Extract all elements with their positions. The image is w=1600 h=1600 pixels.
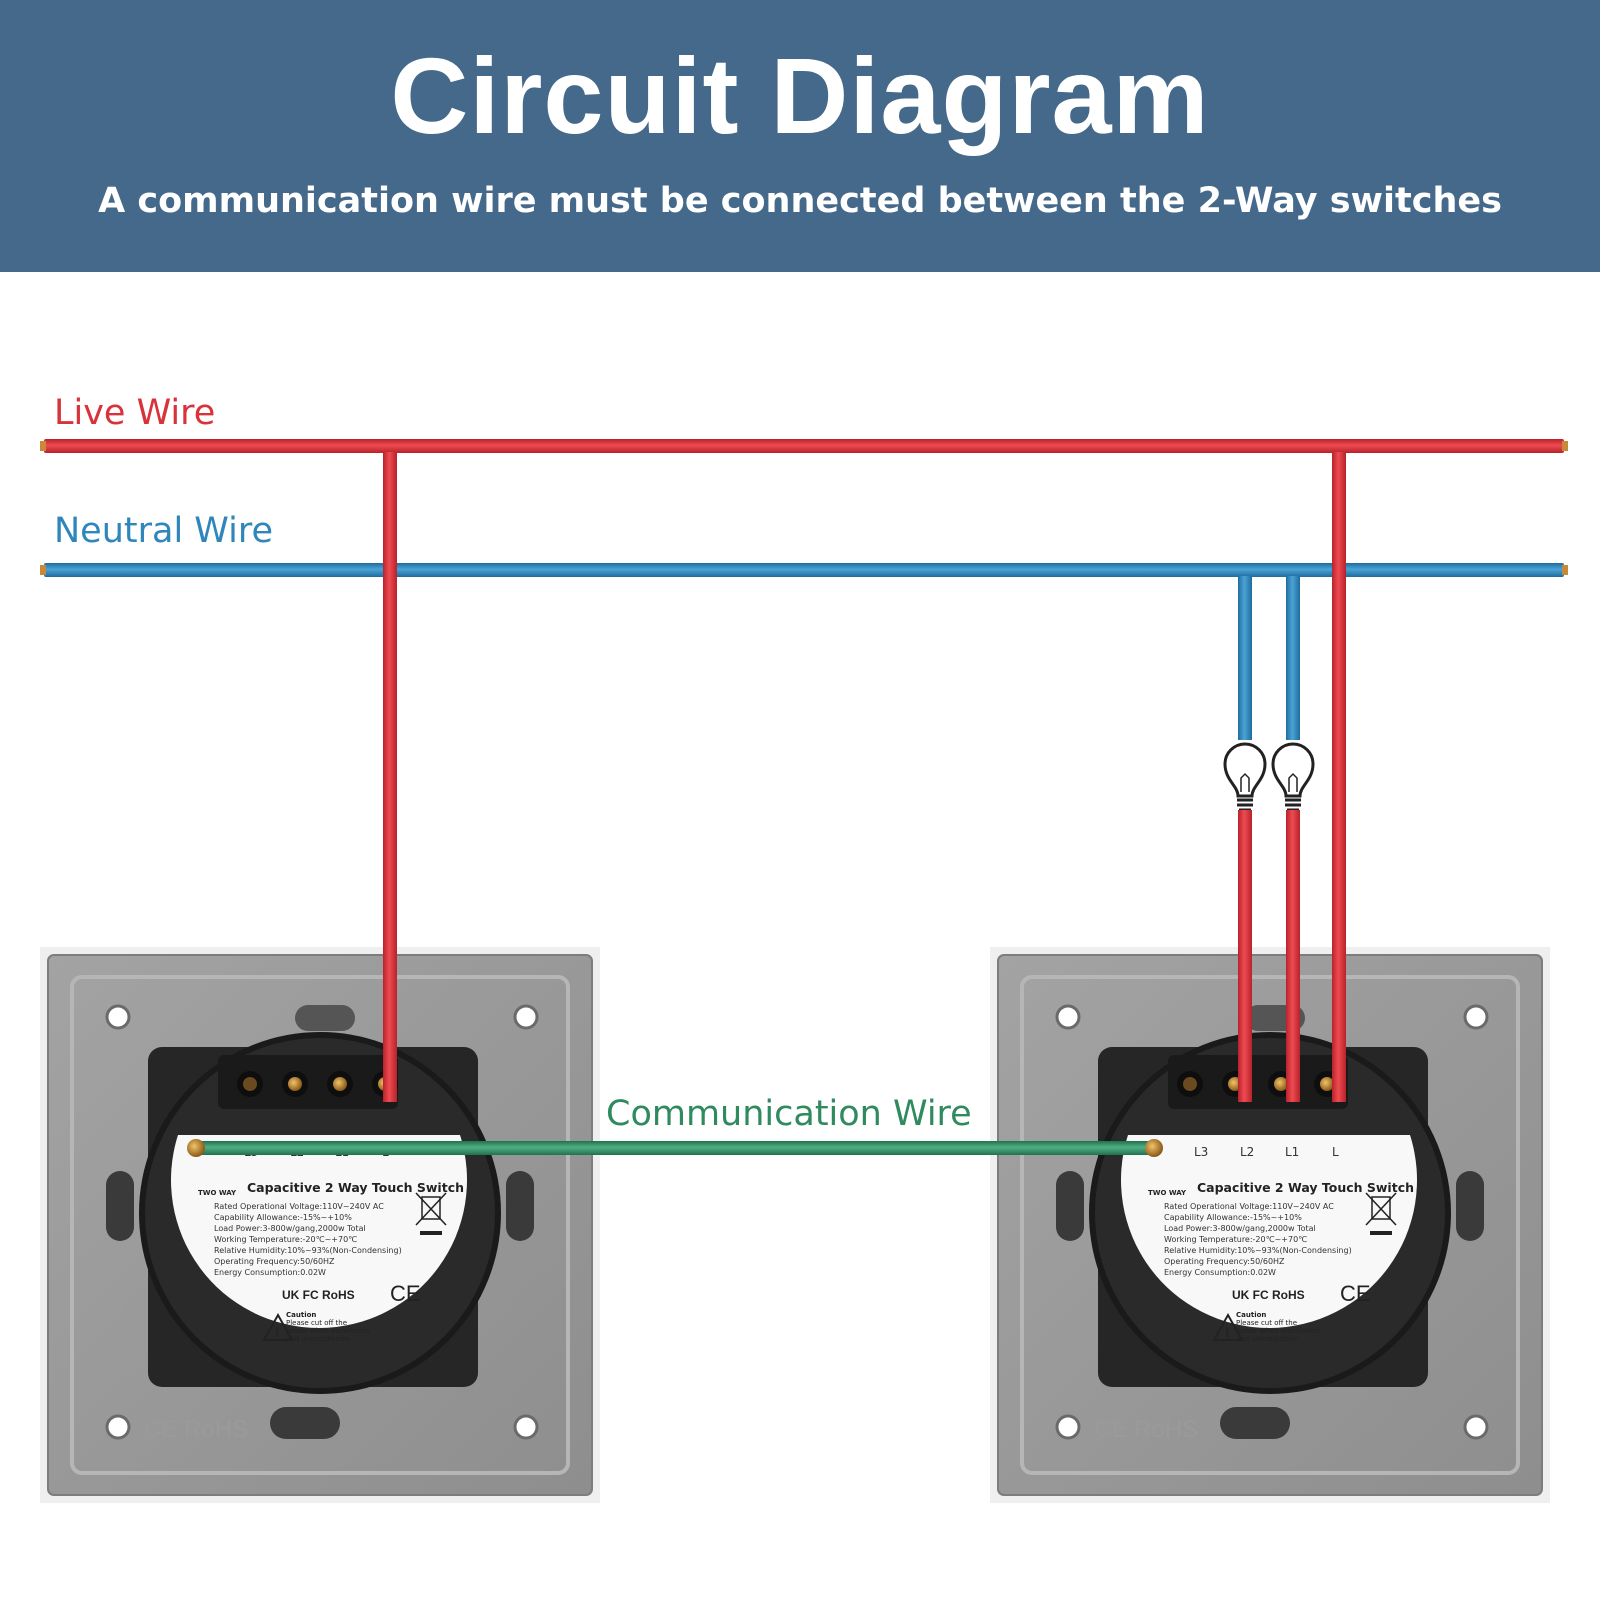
mount-slot (506, 1171, 534, 1241)
plate-emboss: CE RoHS (144, 1416, 248, 1443)
two-way-label: TWO WAY (1148, 1189, 1187, 1197)
switch-label-disc (1121, 1135, 1417, 1328)
neutral-wire (44, 563, 1564, 577)
spec-line: Load Power:3-800w/gang,2000w Total (214, 1224, 366, 1233)
svg-text:Caution: Caution (286, 1311, 316, 1319)
mount-slot (106, 1171, 134, 1241)
svg-text:!: ! (275, 1324, 280, 1340)
page-title: Circuit Diagram (390, 35, 1210, 156)
spec-line: Energy Consumption:0.02W (1164, 1268, 1276, 1277)
svg-text:Please cut off the: Please cut off the (286, 1319, 347, 1327)
light-bulb-icon (1223, 742, 1267, 812)
terminal-label: L1 (1285, 1145, 1299, 1159)
svg-text:and uninstallation: and uninstallation (286, 1335, 349, 1343)
spec-line: Operating Frequency:50/60HZ (214, 1257, 335, 1266)
switch-name: Capacitive 2 Way Touch Switch (247, 1180, 464, 1195)
spec-line: Capability Allowance:-15%~+10% (1164, 1213, 1302, 1222)
warning-triangle-icon: ! (1212, 1312, 1244, 1341)
spec-line: Load Power:3-800w/gang,2000w Total (1164, 1224, 1316, 1233)
live-drop-left (383, 452, 397, 1102)
screw-hole (513, 1414, 539, 1440)
terminal-block (1168, 1055, 1348, 1109)
terminal-label: L2 (1240, 1145, 1254, 1159)
spec-line: Rated Operational Voltage:110V~240V AC (1164, 1202, 1334, 1211)
cert-marks: UK FC RoHS (282, 1288, 355, 1302)
svg-text:and uninstallation: and uninstallation (1236, 1335, 1299, 1343)
header-banner: Circuit Diagram A communication wire mus… (0, 0, 1600, 272)
spec-line: Capability Allowance:-15%~+10% (214, 1213, 352, 1222)
svg-text:Caution: Caution (1236, 1311, 1266, 1319)
wire-end-copper (40, 441, 46, 451)
svg-text:!: ! (1225, 1324, 1230, 1340)
caution-text: Caution Please cut off the power when in… (286, 1311, 370, 1343)
svg-text:power when installation: power when installation (286, 1327, 370, 1335)
communication-wire-label: Communication Wire (606, 1094, 972, 1134)
ce-mark: CE (1340, 1281, 1371, 1306)
neutral-drop-l1 (1286, 576, 1300, 740)
spec-line: Working Temperature:-20℃~+70℃ (1164, 1235, 1307, 1244)
svg-text:Please cut off the: Please cut off the (1236, 1319, 1297, 1327)
mount-slot (1056, 1171, 1084, 1241)
weee-bin-icon (1365, 1192, 1397, 1235)
terminal-label: L3 (1194, 1145, 1208, 1159)
page-subtitle: A communication wire must be connected b… (98, 181, 1502, 221)
comm-terminal (187, 1139, 205, 1157)
caution-text: Caution Please cut off the power when in… (1236, 1311, 1320, 1343)
terminal-block (218, 1055, 398, 1109)
spec-line: Relative Humidity:10%~93%(Non-Condensing… (214, 1246, 402, 1255)
warning-triangle-icon: ! (262, 1312, 294, 1341)
screw-hole (513, 1004, 539, 1030)
live-wire-label: Live Wire (54, 393, 215, 433)
screw-hole (105, 1414, 131, 1440)
screw-hole (1463, 1004, 1489, 1030)
switch-name: Capacitive 2 Way Touch Switch (1197, 1180, 1414, 1195)
spec-line: Rated Operational Voltage:110V~240V AC (214, 1202, 384, 1211)
mount-slot (270, 1407, 340, 1439)
live-drop-right (1332, 452, 1346, 1102)
svg-text:power when installation: power when installation (1236, 1327, 1320, 1335)
spec-list: Rated Operational Voltage:110V~240V AC C… (1164, 1202, 1352, 1277)
neutral-wire-label: Neutral Wire (54, 511, 273, 551)
wire-end-copper (1562, 565, 1568, 575)
cert-marks: UK FC RoHS (1232, 1288, 1305, 1302)
screw-hole (1055, 1004, 1081, 1030)
live-wire (44, 439, 1564, 453)
load-wire-l1 (1286, 810, 1300, 1102)
mount-slot (1220, 1407, 1290, 1439)
weee-bin-icon (415, 1192, 447, 1235)
plate-emboss: CE RoHS (1094, 1416, 1198, 1443)
neutral-drop-l2 (1238, 576, 1252, 740)
wire-end-copper (40, 565, 46, 575)
screw-hole (1055, 1414, 1081, 1440)
terminal-label: L (1332, 1145, 1339, 1159)
ce-mark: CE (390, 1281, 421, 1306)
spec-list: Rated Operational Voltage:110V~240V AC C… (214, 1202, 402, 1277)
wire-end-copper (1562, 441, 1568, 451)
switch-label-disc (171, 1135, 468, 1328)
mount-slot (295, 1005, 355, 1031)
spec-line: Relative Humidity:10%~93%(Non-Condensing… (1164, 1246, 1352, 1255)
communication-wire (200, 1141, 1155, 1155)
spec-line: Working Temperature:-20℃~+70℃ (214, 1235, 357, 1244)
load-wire-l2 (1238, 810, 1252, 1102)
terminal-labels: L3 L2 L1 L (1194, 1145, 1339, 1159)
spec-line: Operating Frequency:50/60HZ (1164, 1257, 1285, 1266)
two-way-label: TWO WAY (198, 1189, 237, 1197)
screw-hole (105, 1004, 131, 1030)
mount-slot (1456, 1171, 1484, 1241)
screw-hole (1463, 1414, 1489, 1440)
spec-line: Energy Consumption:0.02W (214, 1268, 326, 1277)
light-bulb-icon (1271, 742, 1315, 812)
comm-terminal (1145, 1139, 1163, 1157)
switch-right: L3 L2 L1 L TWO WAY Capacitive 2 Way Touc… (990, 947, 1550, 1503)
switch-left: L3 L2 L1 L TWO WAY Capacitive 2 Way Touc… (40, 947, 600, 1503)
